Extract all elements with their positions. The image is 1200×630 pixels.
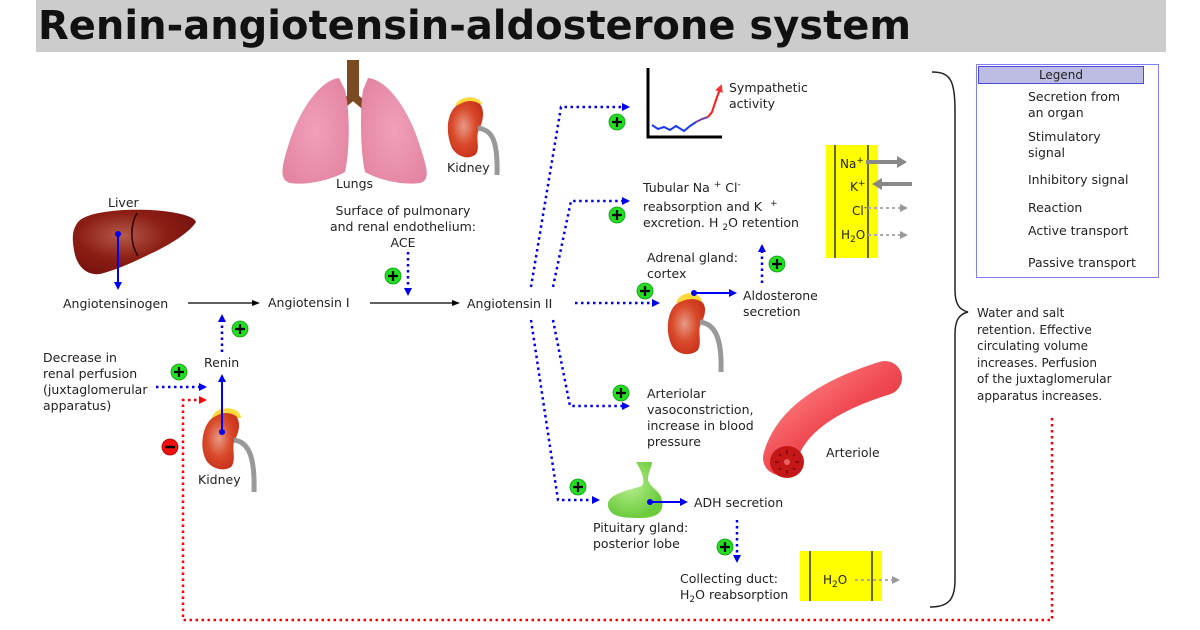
liver-illustration xyxy=(72,209,196,275)
kidney-bottom-label: Kidney xyxy=(198,472,241,487)
lungs-illustration xyxy=(282,60,427,184)
stimulatory-arrows xyxy=(156,103,766,563)
pituitary-illustration xyxy=(607,462,663,518)
legend-item-secretion: Secretion from an organ xyxy=(1028,89,1121,120)
collecting-duct-label: Collecting duct: H2O reabsorption xyxy=(680,571,789,605)
membrane-na-label: Na+ xyxy=(840,156,864,171)
membrane-bottom xyxy=(800,551,900,601)
kidney-bottom-illustration xyxy=(202,408,257,493)
kidney-top-label: Kidney xyxy=(447,160,490,175)
plus-icon xyxy=(384,267,402,285)
membrane-bottom-h2o-label: H2O xyxy=(823,573,848,590)
membrane-h2o-label: H2O xyxy=(841,228,866,245)
arteriolar-vasoconstriction-label: Arteriolar vasoconstriction, increase in… xyxy=(647,386,754,449)
outcome-text: Water and salt retention. Effective circ… xyxy=(977,306,1112,403)
pituitary-label: Pituitary gland: posterior lobe xyxy=(593,520,689,551)
lungs-label: Lungs xyxy=(336,176,374,191)
legend-item-stimulatory: Stimulatory signal xyxy=(1028,129,1101,160)
angiotensinogen-label: Angiotensinogen xyxy=(63,296,169,311)
ace-label: Surface of pulmonary and renal endotheli… xyxy=(329,203,477,250)
liver-label: Liver xyxy=(108,195,139,210)
membrane-cl-label: Cl- xyxy=(852,203,867,218)
summary-brace xyxy=(929,71,969,608)
kidney-adrenal-illustration xyxy=(667,293,724,373)
title-bar xyxy=(36,0,1166,52)
adh-secretion-label: ADH secretion xyxy=(694,495,784,510)
sympathetic-activity-label: Sympathetic activity xyxy=(729,80,808,111)
kidney-top-illustration xyxy=(447,97,500,176)
inhibitory-arrow xyxy=(181,396,1054,622)
angiotensin-2-label: Angiotensin II xyxy=(467,296,553,311)
renal-perfusion-label: Decrease in renal perfusion (juxtaglomer… xyxy=(43,350,148,413)
tubular-reabsorption-label: Tubular Na + Cl- reabsorption and K + ex… xyxy=(643,180,799,233)
arteriole-label: Arteriole xyxy=(826,445,880,460)
aldosterone-secretion-label: Aldosterone secretion xyxy=(743,288,818,319)
legend-item-inhibitory: Inhibitory signal xyxy=(1028,172,1129,187)
legend-title: Legend xyxy=(978,66,1144,84)
plus-badges xyxy=(170,113,786,556)
diagram-title: Renin-angiotensin-aldosterone system xyxy=(38,3,912,49)
angiotensin-1-label: Angiotensin I xyxy=(268,295,350,310)
plus-icon xyxy=(636,282,654,300)
minus-icon xyxy=(161,438,179,456)
plus-icon xyxy=(608,113,626,131)
arteriole-illustration xyxy=(763,361,902,478)
plus-icon xyxy=(231,320,249,338)
adrenal-cortex-label: Adrenal gland: cortex xyxy=(647,250,738,281)
legend-item-active-transport: Active transport xyxy=(1028,223,1129,238)
sympathetic-graph-icon xyxy=(646,68,723,139)
legend-item-reaction: Reaction xyxy=(1028,200,1083,215)
membrane-top xyxy=(826,145,912,258)
legend-item-passive-transport: Passive transport xyxy=(1028,255,1136,270)
plus-icon xyxy=(608,206,626,224)
plus-icon xyxy=(170,363,188,381)
renin-label: Renin xyxy=(204,355,240,370)
secretion-arrows xyxy=(114,231,737,506)
plus-icon xyxy=(768,255,786,273)
plus-icon xyxy=(569,478,587,496)
membrane-k-label: K+ xyxy=(850,179,866,194)
legend: Legend Secretion from an organ Stimulato… xyxy=(976,64,1159,278)
plus-icon xyxy=(716,538,734,556)
plus-icon xyxy=(612,384,630,402)
